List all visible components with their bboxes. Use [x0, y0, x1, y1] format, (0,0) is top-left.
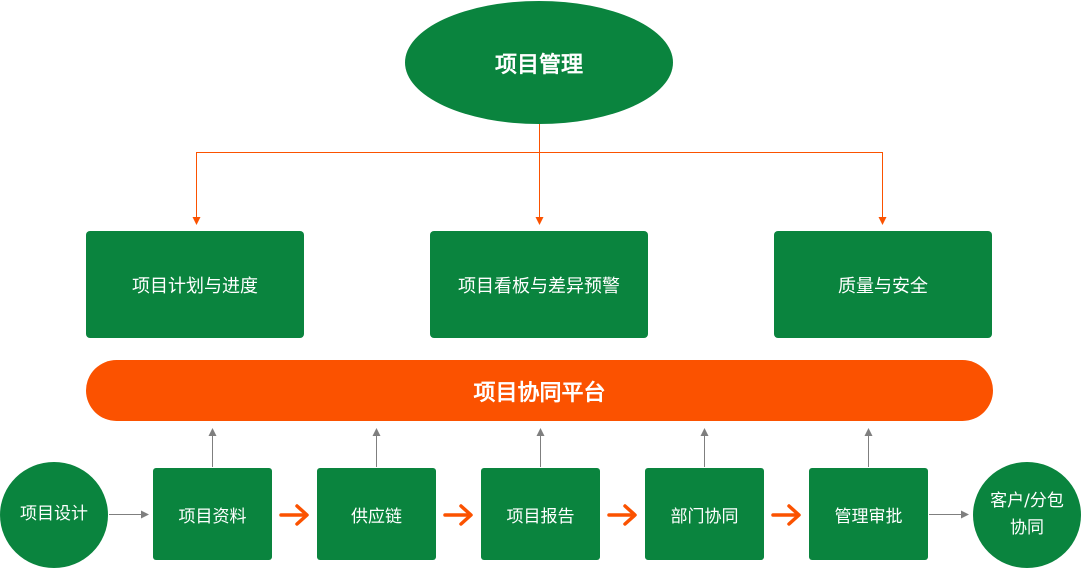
module-quality-safety: 质量与安全	[774, 231, 992, 338]
flow-arrow-icon	[771, 504, 801, 526]
module-plan-progress: 项目计划与进度	[86, 231, 304, 338]
module-label: 项目看板与差异预警	[458, 275, 620, 297]
flow-end-circle: 客户/分包协同	[973, 462, 1081, 568]
top-node-project-management: 项目管理	[405, 1, 673, 124]
platform-label: 项目协同平台	[473, 380, 606, 406]
flow-arrow-icon	[607, 504, 637, 526]
flow-arrow-icon	[279, 504, 309, 526]
flow-step-box: 供应链	[317, 468, 436, 560]
flow-step-box: 项目报告	[481, 468, 600, 560]
flow-end-label: 客户/分包协同	[990, 490, 1064, 538]
flow-step-box: 项目资料	[153, 468, 272, 560]
flow-step-label: 供应链	[351, 506, 402, 527]
upward-arrows	[208, 428, 873, 467]
module-label: 质量与安全	[838, 275, 928, 297]
flow-start-circle: 项目设计	[0, 462, 108, 568]
flow-start-label: 项目设计	[20, 504, 88, 525]
flow-arrows	[279, 504, 801, 526]
flow-step-box: 部门协同	[645, 468, 764, 560]
flow-step-label: 部门协同	[670, 506, 739, 527]
module-label: 项目计划与进度	[132, 275, 258, 297]
flow-step-label: 管理审批	[834, 506, 903, 527]
tree-connector	[192, 124, 887, 225]
flow-arrow-icon	[443, 504, 473, 526]
flow-step-label: 项目报告	[506, 506, 575, 527]
top-node-label: 项目管理	[494, 52, 583, 78]
flow-step-label: 项目资料	[178, 506, 247, 527]
collaboration-platform-bar: 项目协同平台	[86, 360, 993, 421]
module-board-warning: 项目看板与差异预警	[430, 231, 648, 338]
flow-step-box: 管理审批	[809, 468, 928, 560]
